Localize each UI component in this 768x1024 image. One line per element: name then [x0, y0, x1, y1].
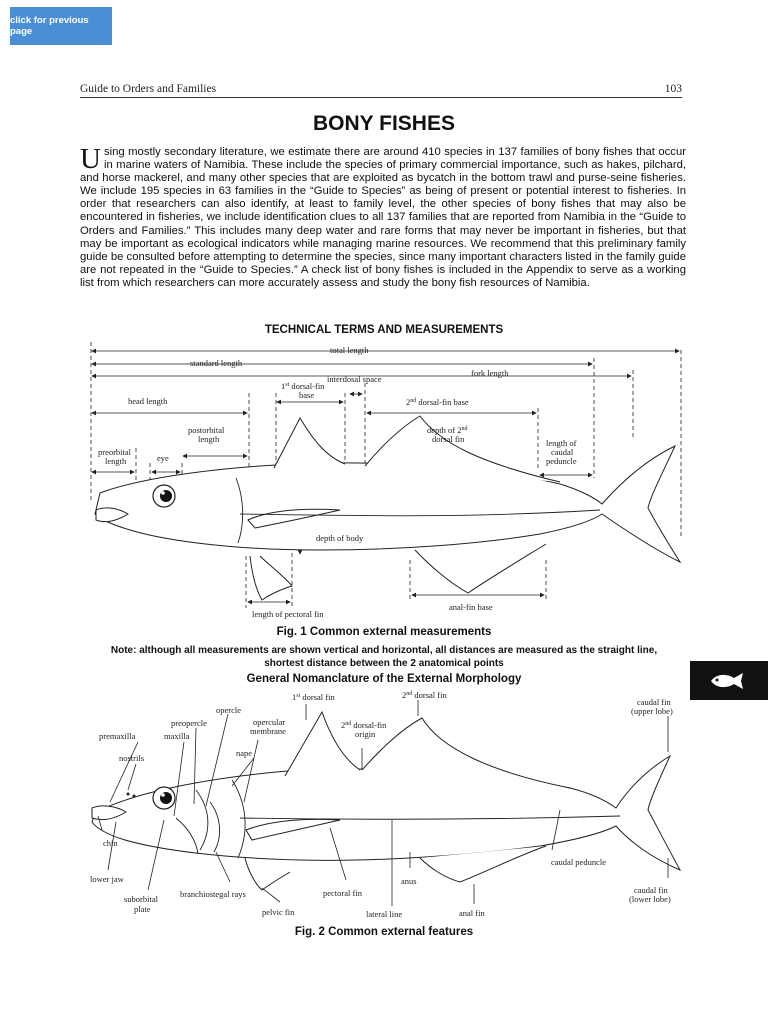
figure-features: 1st dorsal fin 2nd dorsal fin caudal fin… — [90, 690, 682, 919]
section-heading-measurements: TECHNICAL TERMS AND MEASUREMENTS — [264, 324, 504, 336]
label-head-length: head length — [128, 396, 168, 406]
label-caudal-lower-2: (lower lobe) — [629, 894, 671, 904]
label-opercular-membrane-2: membrane — [250, 726, 286, 736]
previous-page-button[interactable]: click for previous page — [10, 7, 112, 45]
label-nape: nape — [236, 748, 252, 758]
label-standard-length: standard length — [190, 358, 243, 368]
label-lower-jaw: lower jaw — [90, 874, 125, 884]
label-nostrils: nostrils — [119, 753, 144, 763]
label-anal-fin: anal fin — [459, 908, 485, 918]
label-eye: eye — [157, 453, 169, 463]
label-second-dorsal-base: 2nd dorsal-fin base — [406, 397, 469, 407]
figure-2-caption: Fig. 2 Common external features — [294, 926, 474, 938]
label-caudal-upper-2: (upper lobe) — [631, 706, 673, 716]
fish-outline-fig2 — [91, 710, 682, 891]
label-caudal-peduncle: caudal peduncle — [551, 857, 606, 867]
label-maxilla: maxilla — [164, 731, 190, 741]
label-postorbital-2: length — [198, 434, 220, 444]
figure-measurements: total length standard length fork length… — [90, 342, 682, 619]
label-pelvic-fin: pelvic fin — [262, 907, 295, 917]
running-head-title: Guide to Orders and Families — [80, 83, 217, 95]
label-pectoral-fin: pectoral fin — [323, 888, 363, 898]
fish-details-fig2 — [175, 779, 621, 859]
label-caudal-peduncle-1: length of — [546, 438, 577, 448]
label-interdosal-space: interdosal space — [327, 374, 382, 384]
label-postorbital-1: postorbital — [188, 425, 225, 435]
label-suborbital-2: plate — [134, 904, 151, 914]
label-2nd-dorsal-origin-2: origin — [355, 729, 376, 739]
page-title: BONY FISHES — [313, 112, 455, 135]
intro-text: sing mostly secondary literature, we est… — [80, 146, 686, 289]
label-depth-2nd-dorsal-2: dorsal fin — [432, 434, 465, 444]
label-preorbital-2: length — [105, 456, 127, 466]
measurement-note: Note: although all measurements are show… — [110, 645, 658, 669]
label-lateral-line: lateral line — [366, 909, 402, 919]
label-depth-of-body: depth of body — [316, 533, 364, 543]
label-caudal-peduncle-2: caudal — [551, 447, 574, 457]
label-preorbital-1: preorbital — [98, 447, 132, 457]
label-branchiostegal-rays: branchiostegal rays — [180, 889, 246, 899]
fish-outline-fig1 — [94, 415, 682, 601]
label-anal-fin-base: anal-fin base — [449, 602, 493, 612]
drop-cap: U — [80, 143, 101, 175]
label-fork-length: fork length — [471, 368, 509, 378]
section-heading-morphology: General Nomanclature of the External Mor… — [246, 673, 522, 685]
label-depth-2nd-dorsal-1: depth of 2nd — [427, 425, 467, 435]
running-head: Guide to Orders and Families 103 — [80, 83, 682, 97]
header-rule — [80, 97, 682, 98]
label-total-length: total length — [330, 345, 369, 355]
label-caudal-upper-1: caudal fin — [637, 697, 671, 707]
label-caudal-peduncle-3: peduncle — [546, 456, 577, 466]
label-first-dorsal-base-1: 1st dorsal-fin — [281, 381, 325, 391]
figure-1-caption: Fig. 1 Common external measurements — [276, 626, 492, 638]
label-first-dorsal-fin: 1st dorsal fin — [292, 692, 335, 702]
label-chin: chin — [103, 838, 118, 848]
fish-details-fig1 — [235, 477, 601, 544]
label-opercle: opercle — [216, 705, 241, 715]
label-opercular-membrane-1: opercular — [253, 717, 285, 727]
label-pectoral-fin-length: length of pectoral fin — [252, 609, 324, 619]
page-number: 103 — [664, 83, 682, 95]
label-anus: anus — [401, 876, 417, 886]
label-preopercle: preopercle — [171, 718, 207, 728]
label-2nd-dorsal-origin-1: 2nd dorsal-fin — [341, 720, 387, 730]
label-premaxilla: premaxilla — [99, 731, 136, 741]
fish-icon — [711, 673, 743, 689]
label-caudal-lower-1: caudal fin — [634, 885, 668, 895]
label-suborbital-1: suborbital — [124, 894, 159, 904]
label-first-dorsal-base-2: base — [299, 390, 314, 400]
label-second-dorsal-fin: 2nd dorsal fin — [402, 690, 447, 700]
section-tab-marker — [690, 661, 768, 700]
